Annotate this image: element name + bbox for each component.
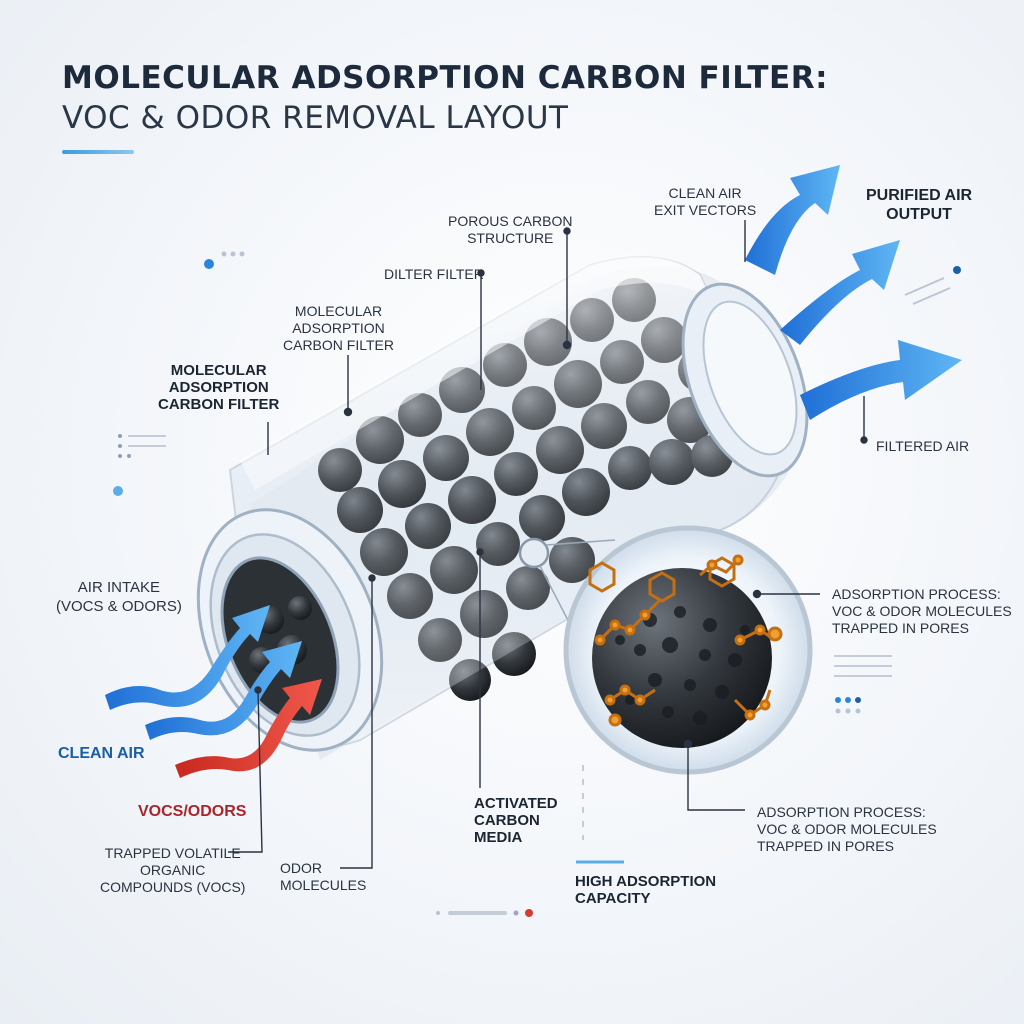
label-activated-line-1: ACTIVATED: [474, 795, 558, 812]
label-air-intake-line-2: (VOCs & ODORS): [56, 598, 182, 615]
label-trapped-vocs: TRAPPED VOLATILE ORGANIC COMPOUNDS (VOCs…: [100, 845, 245, 896]
label-clean-air-exit-line-1: CLEAN AIR: [668, 185, 742, 201]
label-activated-carbon-media: ACTIVATED CARBON MEDIA: [474, 795, 558, 846]
decorative-marks: [113, 251, 961, 917]
label-porous-carbon-line-1: POROUS CARBON: [448, 213, 573, 229]
label-trapped-line-3: COMPOUNDS (VOCs): [100, 879, 246, 895]
label-mol-left-line-3: CARBON FILTER: [158, 396, 280, 413]
label-clean-air-exit-line-2: EXIT VECTORS: [654, 202, 757, 218]
label-adsorption-upper-line-2: VOC & ODOR MOLECULES: [832, 603, 1012, 619]
label-mol-mid-line-1: MOLECULAR: [294, 303, 383, 319]
label-adsorption-upper-line-1: ADSORPTION PROCESS:: [832, 586, 1001, 602]
label-high-capacity-line-2: CAPACITY: [575, 890, 651, 907]
label-high-capacity-line-1: HIGH ADSORPTION: [575, 873, 717, 890]
label-activated-line-2: CARBON: [474, 812, 540, 829]
label-air-intake-line-1: AIR INTAKE: [77, 579, 161, 596]
label-adsorption-upper-line-3: TRAPPED IN PORES: [832, 620, 969, 636]
label-clean-air: CLEAN AIR: [58, 745, 145, 762]
label-mol-left-line-1: MOLECULAR: [170, 362, 267, 379]
label-mol-mid-line-2: ADSORPTION: [292, 320, 385, 336]
label-clean-air-exit: CLEAN AIR EXIT VECTORS: [654, 185, 756, 219]
voc-molecules: [588, 554, 783, 727]
carbon-filter-cartridge: [196, 255, 809, 760]
label-molecular-adsorption-left: MOLECULAR ADSORPTION CARBON FILTER: [158, 362, 279, 413]
magnified-carbon-view: [518, 525, 813, 775]
label-filtered-air: FILTERED AIR: [876, 438, 970, 454]
title-line-1: MOLECULAR ADSORPTION CARBON FILTER:: [62, 60, 828, 96]
label-porous-carbon-line-2: STRUCTURE: [467, 230, 554, 246]
label-high-adsorption-capacity: HIGH ADSORPTION CAPACITY: [575, 873, 716, 907]
purified-air-arrows: [745, 165, 962, 420]
intake-air-arrows: [105, 605, 322, 778]
label-trapped-line-2: ORGANIC: [140, 862, 206, 878]
label-porous-carbon: POROUS CARBON STRUCTURE: [448, 213, 572, 247]
label-adsorption-process-lower: ADSORPTION PROCESS: VOC & ODOR MOLECULES…: [757, 804, 937, 855]
label-purified-line-1: PURIFIED AIR: [866, 187, 973, 204]
label-activated-line-3: MEDIA: [474, 829, 523, 846]
label-adsorption-lower-line-2: VOC & ODOR MOLECULES: [757, 821, 937, 837]
label-odor-molecules: ODOR MOLECULES: [280, 860, 366, 894]
label-dilter-filter: DILTER FILTER: [384, 266, 484, 282]
label-odor-line-1: ODOR: [280, 860, 322, 876]
leader-lines: [228, 220, 868, 869]
label-molecular-adsorption-mid: MOLECULAR ADSORPTION CARBON FILTER: [283, 303, 394, 354]
label-purified-air-output: PURIFIED AIR OUTPUT: [866, 186, 972, 224]
label-purified-line-2: OUTPUT: [886, 206, 952, 223]
label-vocs-odors: VOCs/ODORS: [138, 803, 247, 820]
title-line-2: VOC & ODOR REMOVAL LAYOUT: [62, 100, 569, 136]
label-adsorption-lower-line-1: ADSORPTION PROCESS:: [757, 804, 926, 820]
label-odor-line-2: MOLECULES: [280, 877, 367, 893]
label-adsorption-lower-line-3: TRAPPED IN PORES: [757, 838, 894, 854]
label-adsorption-process-upper: ADSORPTION PROCESS: VOC & ODOR MOLECULES…: [832, 586, 1012, 637]
label-trapped-line-1: TRAPPED VOLATILE: [104, 845, 241, 861]
label-mol-left-line-2: ADSORPTION: [168, 379, 269, 396]
title-underline: [62, 150, 134, 154]
label-mol-mid-line-3: CARBON FILTER: [283, 337, 394, 353]
label-air-intake: AIR INTAKE (VOCs & ODORS): [56, 578, 182, 616]
